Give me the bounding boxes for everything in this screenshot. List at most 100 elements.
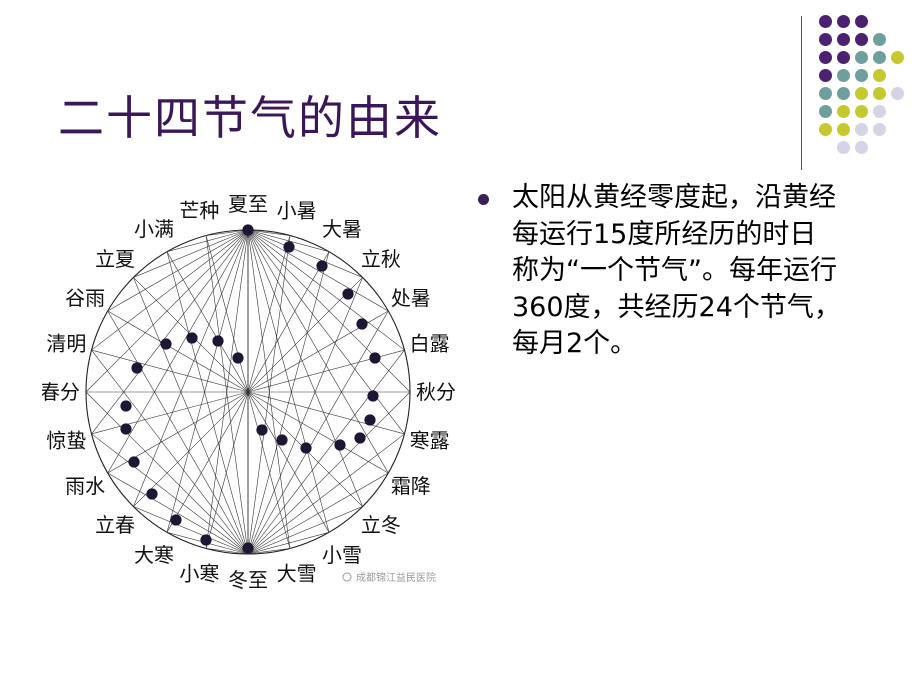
decor-dot (855, 15, 868, 28)
diagram-dot (120, 400, 132, 412)
decor-dot (891, 51, 904, 64)
diagram-dot (212, 335, 224, 347)
decor-dot (873, 33, 886, 46)
decor-dot (855, 33, 868, 46)
term-label: 惊蛰 (46, 429, 86, 453)
term-label: 春分 (42, 380, 80, 404)
ray-line (91, 349, 249, 555)
decor-dot (855, 51, 868, 64)
diagram-dot (131, 362, 143, 374)
term-label: 雨水 (65, 474, 105, 498)
diagram-marks (120, 224, 381, 554)
ray-line (247, 229, 405, 435)
ray-line (205, 229, 249, 549)
decor-dot (873, 123, 886, 136)
diagram-labels: 夏至小暑大暑立秋处暑白露秋分寒露霜降立冬小雪大雪冬至小寒大寒立春雨水惊蛰春分清明… (42, 192, 456, 592)
term-label: 白露 (410, 331, 450, 355)
diagram-dot (356, 318, 368, 330)
decor-dot (855, 141, 868, 154)
term-label: 清明 (46, 331, 86, 355)
ray-line (247, 548, 290, 555)
decor-dot (855, 69, 868, 82)
term-label: 夏至 (228, 192, 268, 216)
term-label: 处暑 (391, 286, 431, 310)
diagram-dot (256, 424, 268, 436)
decor-dot (837, 123, 850, 136)
diagram-dot (170, 514, 182, 526)
decor-dot (855, 123, 868, 136)
decor-dot (819, 105, 832, 118)
ray-line (133, 277, 249, 555)
diagram-dot (369, 352, 381, 364)
diagram-dot (364, 414, 376, 426)
diagram-dot (200, 534, 212, 546)
decor-dot (873, 69, 886, 82)
slide-title: 二十四节气的由来 (58, 91, 442, 145)
term-label: 小满 (134, 217, 174, 241)
decor-dot (819, 33, 832, 46)
decor-dot (837, 105, 850, 118)
term-label: 谷雨 (65, 286, 105, 310)
decor-divider (801, 16, 802, 170)
term-label: 立秋 (361, 247, 401, 271)
ray-line (247, 229, 291, 549)
term-label: 寒露 (410, 429, 450, 453)
ray-line (247, 229, 405, 351)
term-label: 小暑 (277, 198, 317, 222)
decor-dot (873, 87, 886, 100)
diagram-dot (146, 488, 158, 500)
diagram-dot (367, 390, 379, 402)
diagram-dot (300, 442, 312, 454)
decor-dot (837, 87, 850, 100)
decor-dot (819, 87, 832, 100)
diagram-dot (232, 352, 244, 364)
diagram-dot (160, 338, 172, 350)
diagram-dot (186, 332, 198, 344)
diagram-dot (354, 432, 366, 444)
diagram-dot (276, 434, 288, 446)
ray-line (133, 229, 249, 507)
decor-dot (855, 87, 868, 100)
ray-line (247, 506, 363, 555)
term-label: 大雪 (277, 562, 317, 586)
ray-line (247, 433, 405, 555)
term-label: 立冬 (361, 513, 401, 537)
term-label: 大寒 (134, 543, 174, 567)
decor-dot (873, 51, 886, 64)
diagram-dot (342, 288, 354, 300)
term-label: 芒种 (179, 198, 219, 222)
decor-dot (837, 141, 850, 154)
diagram-dot (334, 439, 346, 451)
diagram-lines (85, 229, 411, 555)
ray-line (91, 229, 249, 351)
ray-line (91, 229, 249, 435)
solar-terms-diagram: 夏至小暑大暑立秋处暑白露秋分寒露霜降立冬小雪大雪冬至小寒大寒立春雨水惊蛰春分清明… (42, 192, 456, 592)
term-label: 霜降 (391, 474, 431, 498)
decor-dot (819, 51, 832, 64)
ray-line (247, 229, 363, 507)
ray-line (247, 229, 290, 236)
term-label: 立春 (95, 513, 135, 537)
term-label: 小雪 (322, 543, 362, 567)
decor-dot (837, 69, 850, 82)
decor-dot (891, 87, 904, 100)
diagram-dot (242, 224, 254, 236)
decor-dot (855, 105, 868, 118)
diagram-dot (283, 241, 295, 253)
term-label: 大暑 (322, 217, 362, 241)
ray-line (247, 235, 291, 555)
decor-dot (819, 123, 832, 136)
term-label: 小寒 (179, 562, 219, 586)
term-label: 冬至 (228, 568, 268, 592)
ray-line (206, 229, 249, 236)
term-label: 立夏 (95, 247, 135, 271)
ray-line (133, 229, 249, 278)
watermark-text: 成都锦江益民医院 (356, 571, 436, 584)
ray-line (206, 548, 249, 555)
decor-dot (819, 69, 832, 82)
diagram-dot (128, 456, 140, 468)
diagram-dot (120, 423, 132, 435)
ray-line (247, 229, 363, 278)
bullet-text: 太阳从黄经零度起，沿黄经每运行15度所经历的时日称为“一个节气”。每年运行360… (512, 182, 841, 359)
decor-dot (837, 15, 850, 28)
